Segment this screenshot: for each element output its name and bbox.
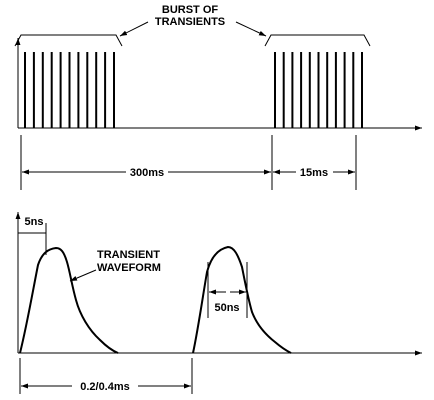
burst-label-line2: TRANSIENTS [155,16,225,28]
repetition-label: 0.2/0.4ms [80,381,130,393]
period-label: 300ms [130,167,164,179]
transient-label-line2: WAVEFORM [97,262,161,274]
transient-waveform-1 [19,247,119,354]
burst-left-bracket [14,34,123,47]
transient-label-line1: TRANSIENT [97,249,160,261]
burst-right [274,52,363,128]
burst-left [24,52,115,128]
burst-right-bracket [264,34,371,47]
burst-leader-left [119,21,149,37]
burst-leader-right [235,21,267,37]
transient-waveform-2 [192,246,292,354]
burst-duration-label: 15ms [300,167,328,179]
rise-time-label: 5ns [25,216,44,228]
burst-label-line1: BURST OF [162,4,219,16]
transient-leader [69,269,97,282]
pulse-width-label: 50ns [214,302,239,314]
